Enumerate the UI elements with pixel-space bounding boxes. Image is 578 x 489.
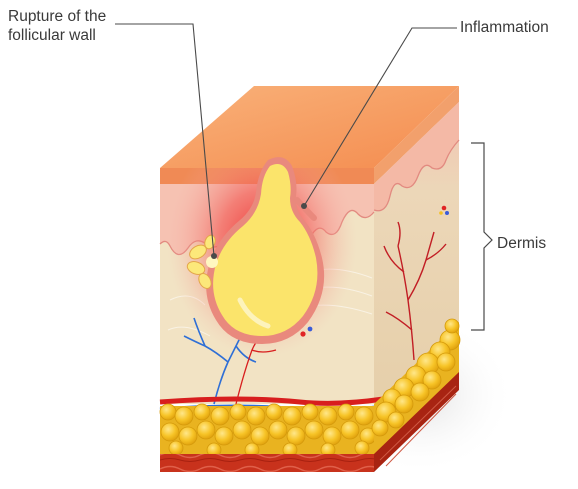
dermis-bracket [471,143,492,330]
red-blood-cell [300,331,305,336]
rupture-leader-dot [211,253,217,259]
rupture-label-line-1: Rupture of the [8,7,106,27]
dermis-label: Dermis [497,234,546,254]
muscle-layer-front [160,454,374,472]
inflammation-leader-dot [301,203,307,209]
rupture-label-line-2: follicular wall [8,26,96,46]
inflammation-label: Inflammation [460,18,549,38]
blue-blood-cell [308,327,313,332]
